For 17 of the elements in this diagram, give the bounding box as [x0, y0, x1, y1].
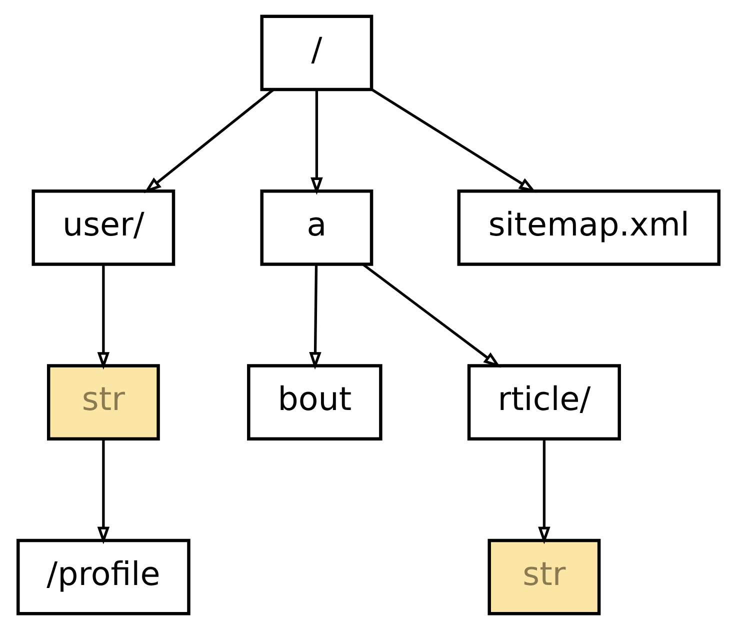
arrow: [538, 440, 550, 544]
node-box: user/: [31, 189, 175, 266]
node-box: a: [260, 189, 373, 266]
arrow: [143, 88, 274, 194]
arrow: [310, 90, 322, 195]
arrow: [370, 88, 536, 193]
node-box: /profile: [16, 538, 190, 616]
node-box: str: [46, 364, 160, 441]
node-box: sitemap.xml: [456, 189, 720, 266]
arrow: [96, 265, 110, 370]
arrow: [96, 440, 110, 544]
node-box: bout: [246, 364, 382, 441]
node-box: str: [487, 538, 600, 616]
node-box: rticle/: [466, 364, 620, 441]
node-box: /: [260, 14, 373, 92]
arrow: [362, 264, 500, 368]
arrow: [308, 265, 321, 370]
